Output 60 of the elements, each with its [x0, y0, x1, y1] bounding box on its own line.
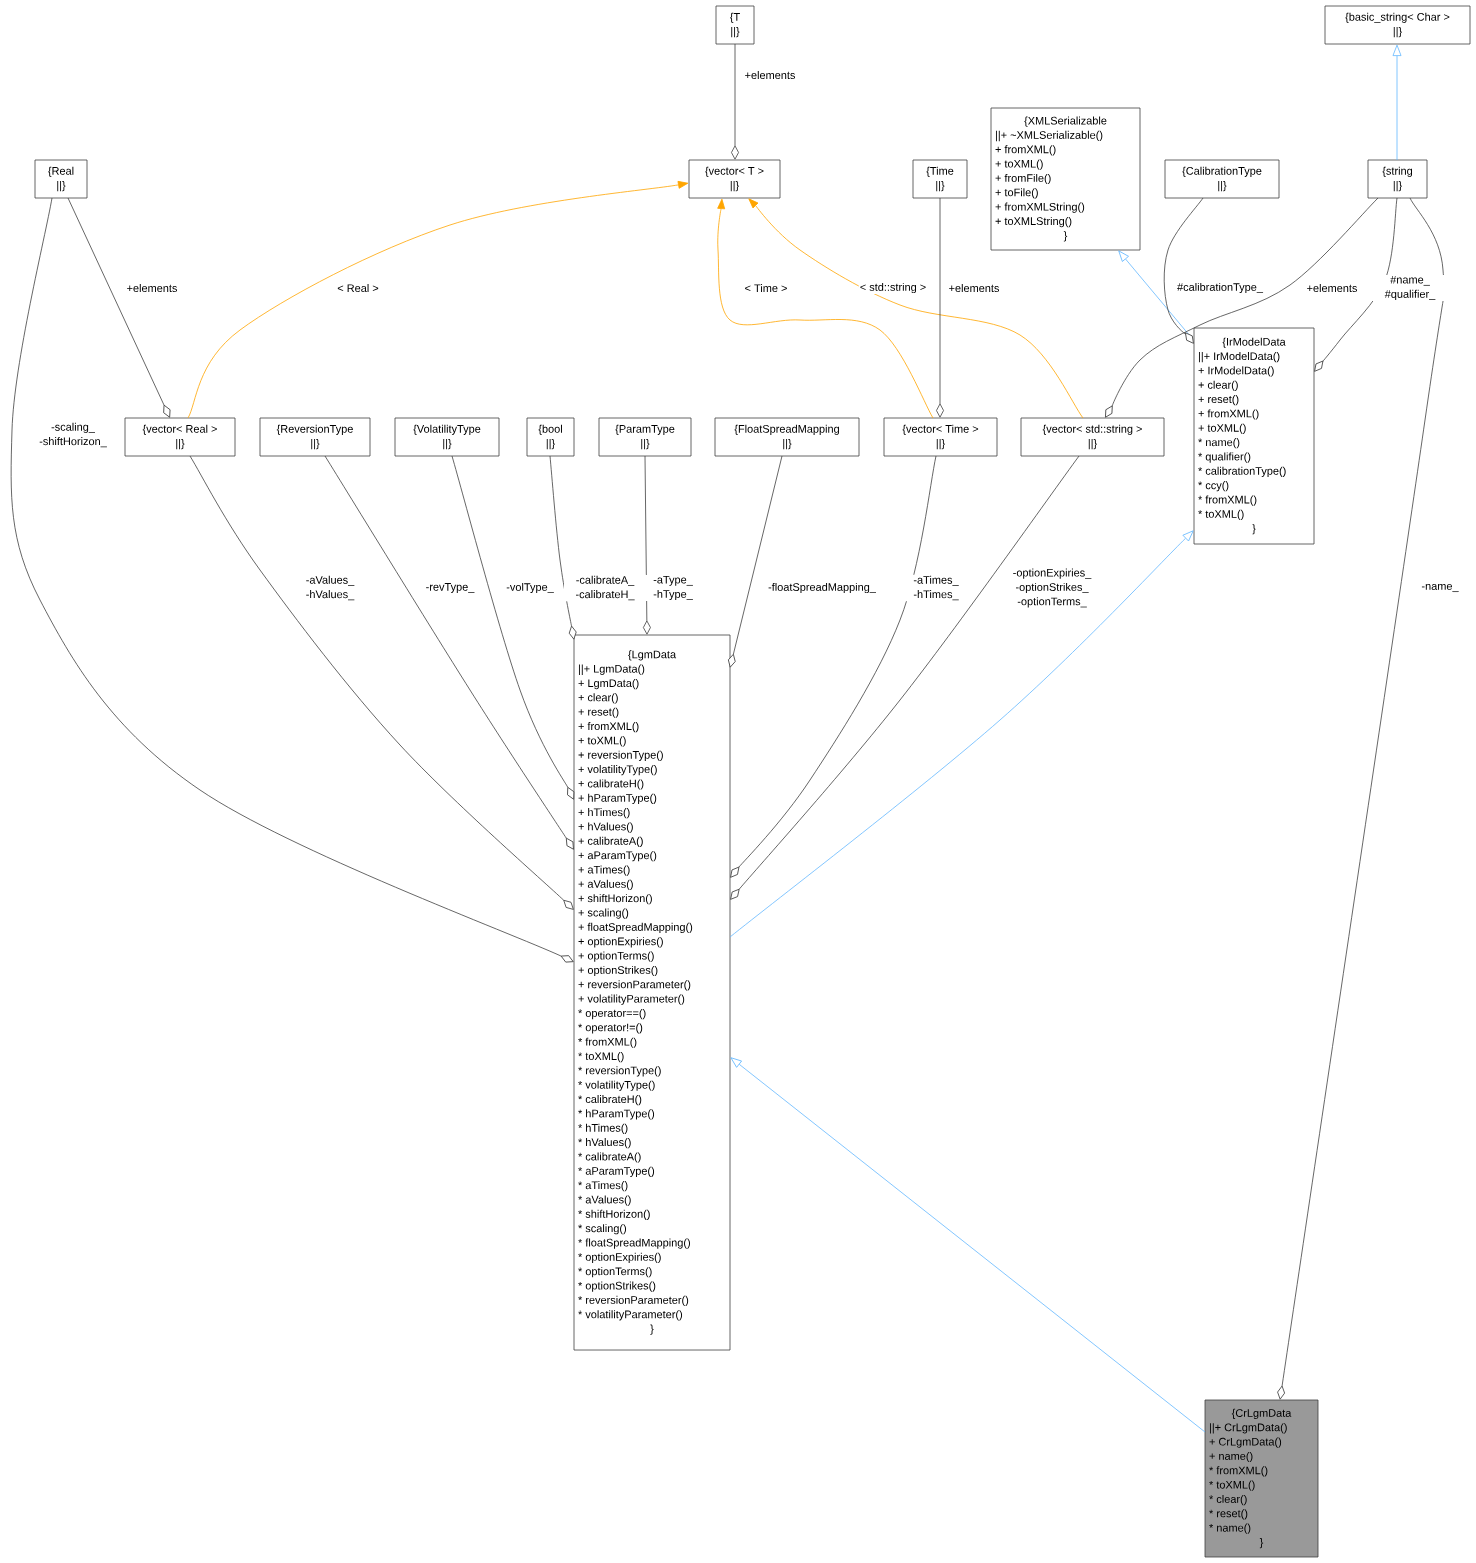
edge-label: -revType_ [424, 582, 476, 594]
arrow [1392, 44, 1402, 161]
edge-label: -aType_ -hType_ [644, 574, 702, 602]
class-box: {VolatilityType ||} [394, 417, 500, 457]
aggregation-line [730, 455, 1080, 900]
edge-label: -scaling_ -shiftHorizon_ [32, 421, 114, 449]
class-box: {FloatSpreadMapping ||} [714, 417, 860, 457]
edge-label: +elements [1305, 283, 1359, 294]
aggregation-line [67, 197, 171, 418]
class-box: {T ||} [715, 5, 755, 45]
class-box: {Time ||} [912, 159, 968, 199]
edge-label: +elements [743, 70, 797, 81]
edge-label: +elements [947, 283, 1001, 294]
aggregation-line [936, 197, 944, 418]
aggregation-line [189, 455, 574, 910]
edge-label: < std::string > [858, 281, 928, 295]
aggregation-line [10, 197, 574, 963]
class-box: {vector< T > ||} [688, 159, 781, 199]
class-box: {IrModelData ||+ IrModelData() + IrModelData() + clear() + reset() + fromXML() + toXML() * name() * qualifier() * calibrationType() * ccy() * fromXML() * toXML() } [1193, 327, 1315, 545]
aggregation-line [451, 455, 575, 800]
arrow [748, 198, 1084, 419]
class-box: {vector< Real > ||} [124, 417, 236, 457]
class-box: {ParamType ||} [598, 417, 692, 457]
class-box: {vector< Time > ||} [883, 417, 998, 457]
edge-label: +elements [125, 283, 179, 294]
aggregation-line [549, 455, 577, 640]
edge-label: < Time > [743, 283, 789, 294]
class-box: {CrLgmData ||+ CrLgmData() + CrLgmData() + name() * fromXML() * toXML() * clear() * reset() * name() } [1204, 1399, 1319, 1558]
class-box: {CalibrationType ||} [1164, 159, 1280, 199]
edge-label: #calibrationType_ [1176, 281, 1264, 295]
class-box: {XMLSerializable ||+ ~XMLSerializable() + fromXML() + toXML() + fromFile() + toFile() + fromXMLString() + toXMLString() } [990, 107, 1141, 251]
aggregation-line [324, 455, 574, 850]
edge-label: -name_ [1420, 582, 1460, 594]
arrow [730, 1057, 1206, 1433]
aggregation-line [1314, 197, 1398, 372]
class-box: {Real ||} [34, 159, 88, 199]
edge-label: -calibrateA_ -calibrateH_ [564, 574, 646, 602]
arrow [187, 180, 689, 419]
aggregation-line [730, 455, 937, 878]
edge-label: -optionExpiries_ -optionStrikes_ -optionTerms_ [1001, 567, 1103, 609]
class-box: {LgmData ||+ LgmData() + LgmData() + clear() + reset() + fromXML() + toXML() + reversionType() + volatilityType() + calibrateH() + hParamType() + hTimes() + hValues() + calibrateA() + aParamType() + aTimes() + aValues() + shiftHorizon() + scaling() + floatSpreadMapping() + optionExpiries() + optionTerms() + optionStrikes() + reversionParameter() + volatilityParameter() * operator==() * operator!=() * fromXML() * toXML() * reversionType() * volatilityType() * calibrateH() * hParamType() * hTimes() * hValues() * calibrateA() * aParamType() * aTimes() * aValues() * shiftHorizon() * scaling() * floatSpreadMapping() * optionExpiries() * optionTerms() * optionStrikes() * reversionParameter() * volatilityParameter() } [573, 634, 731, 1351]
aggregation-line [727, 455, 783, 668]
edge-label: -volType_ [505, 581, 555, 595]
aggregation-line [1277, 197, 1446, 1400]
arrow [717, 198, 934, 419]
aggregation-line [642, 455, 651, 635]
aggregation-line [1105, 197, 1379, 418]
class-box: {ReversionType ||} [259, 417, 371, 457]
edge-label: -aValues_ -hValues_ [294, 574, 366, 602]
edge-label: #name_ #qualifier_ [1371, 274, 1449, 302]
aggregation-line [1163, 197, 1204, 344]
class-box: {vector< std::string > ||} [1020, 417, 1165, 457]
aggregation-line [731, 43, 739, 160]
edge-label: < Real > [336, 283, 380, 294]
class-box: {bool ||} [526, 417, 575, 457]
class-box: {string ||} [1367, 159, 1428, 199]
class-box: {basic_string< Char > ||} [1324, 5, 1471, 45]
edge-label: -aTimes_ -hTimes_ [904, 574, 968, 602]
arrow [729, 530, 1194, 938]
edge-label: -floatSpreadMapping_ [767, 581, 877, 595]
